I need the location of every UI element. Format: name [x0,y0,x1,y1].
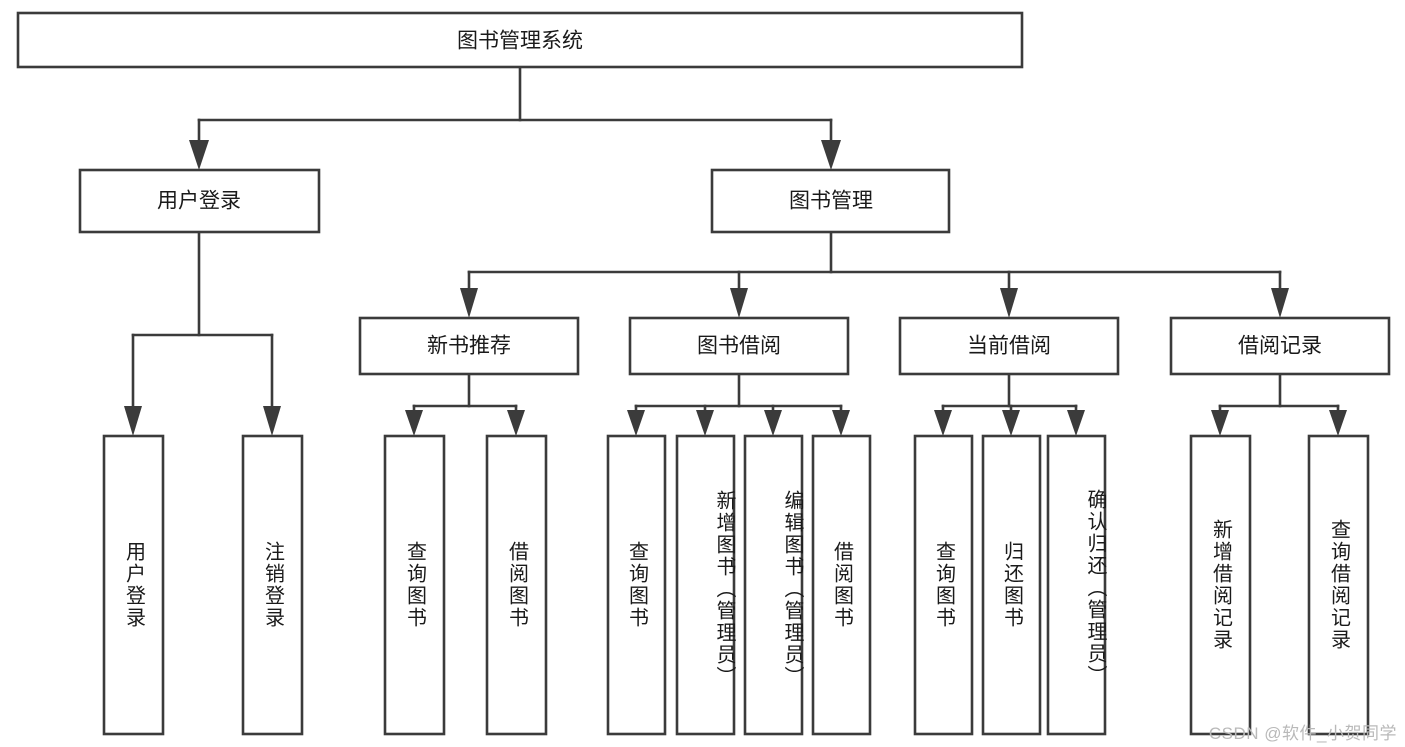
node-user-login[interactable]: 用户登录 [78,168,321,234]
connector-group-user-login [124,230,281,436]
arrow-head-nb-leaf-2 [507,410,525,436]
leaf-box-cb-query-book[interactable] [913,434,974,736]
node-book-management-label: 图书管理 [789,190,873,213]
leaf-box-cb-confirm-return[interactable] [1046,434,1107,736]
arrow-head-br-leaf-2 [1329,410,1347,436]
node-book-management[interactable]: 图书管理 [710,168,951,234]
arrow-head-leaf-logout [263,406,281,436]
arrow-head-book-mgmt [821,140,841,170]
node-new-book-recommend-box[interactable] [358,316,580,376]
connector-group-book-borrow [627,372,850,436]
leaf-box-bb-borrow-book[interactable] [811,434,872,736]
arrow-head-bb-leaf-4 [832,410,850,436]
arrow-head-user-login [189,140,209,170]
connector-group-root [189,65,841,170]
arrow-head-leaf-user-login [124,406,142,436]
node-root-label: 图书管理系统 [457,30,583,53]
arrow-head-current-borrow [1000,288,1018,318]
node-new-book-recommend[interactable]: 新书推荐 [358,316,580,376]
arrow-head-cb-leaf-3 [1067,410,1085,436]
leaf-box-br-query-record[interactable] [1307,434,1370,736]
arrow-head-bb-leaf-2 [696,410,714,436]
arrow-head-borrow-record [1271,288,1289,318]
node-current-borrow[interactable]: 当前借阅 [898,316,1120,376]
node-user-login-box[interactable] [78,168,321,234]
node-current-borrow-label: 当前借阅 [967,335,1051,358]
leaf-box-logout[interactable] [241,434,304,736]
connector-group-current-borrow [934,372,1085,436]
arrow-head-bb-leaf-3 [764,410,782,436]
node-root[interactable]: 图书管理系统 [16,11,1024,69]
leaf-box-bb-add-book[interactable] [675,434,736,736]
node-user-login-label: 用户登录 [157,190,241,213]
node-book-borrow-label: 图书借阅 [697,335,781,358]
leaf-box-bb-query-book[interactable] [606,434,667,736]
node-new-book-recommend-label: 新书推荐 [427,335,511,358]
connector-group-new-book-recommend [405,372,525,436]
arrow-head-book-borrow [730,288,748,318]
node-borrow-record-label: 借阅记录 [1238,335,1322,358]
connector-group-borrow-record [1211,372,1347,436]
arrow-head-new-book [460,288,478,318]
leaf-box-cb-return-book[interactable] [981,434,1042,736]
leaf-box-nb-query-book[interactable] [383,434,446,736]
leaf-box-nb-borrow-book[interactable] [485,434,548,736]
leaf-box-user-login[interactable] [102,434,165,736]
node-current-borrow-box[interactable] [898,316,1120,376]
node-book-borrow[interactable]: 图书借阅 [628,316,850,376]
node-book-management-box[interactable] [710,168,951,234]
connector-group-book-mgmt [460,230,1289,318]
leaf-box-br-add-record[interactable] [1189,434,1252,736]
arrow-head-bb-leaf-1 [627,410,645,436]
arrow-head-cb-leaf-1 [934,410,952,436]
arrow-head-br-leaf-1 [1211,410,1229,436]
arrow-head-cb-leaf-2 [1002,410,1020,436]
arrow-head-nb-leaf-1 [405,410,423,436]
leaf-box-bb-edit-book[interactable] [743,434,804,736]
node-borrow-record-box[interactable] [1169,316,1391,376]
node-book-borrow-box[interactable] [628,316,850,376]
node-borrow-record[interactable]: 借阅记录 [1169,316,1391,376]
node-root-box[interactable] [16,11,1024,69]
